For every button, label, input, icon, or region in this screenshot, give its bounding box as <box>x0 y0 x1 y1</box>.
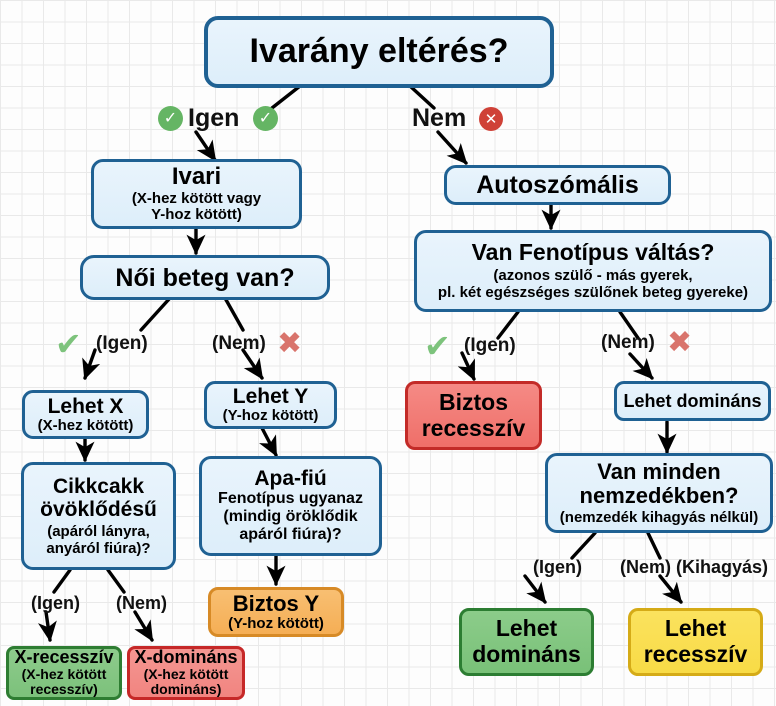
node-lehet-x-title: Lehet X <box>47 394 124 418</box>
node-lehet-dominans-small-title: Lehet domináns <box>623 390 762 411</box>
edge-nemzedek-to-igen <box>570 531 597 560</box>
edge-label-noi-yes: (Igen) <box>96 333 148 354</box>
node-lehet-dominans-title: Lehet domináns <box>472 615 581 667</box>
node-lehet-recessziv[interactable]: Lehet recesszív <box>628 608 763 676</box>
node-x-dominans-title: X-domináns <box>134 647 238 668</box>
edge-label-feno-no: (Nem) <box>601 332 655 353</box>
edge-label-cikkcakk-no: (Nem) <box>116 593 168 613</box>
edge-nem-to-lehetrecessziv <box>658 574 683 604</box>
node-biztos-y-title: Biztos Y <box>232 590 320 616</box>
edge-cikkcakk-to-nem <box>106 568 126 594</box>
node-x-dominans[interactable]: X-domináns (X-hez kötött domináns) <box>127 646 245 700</box>
edge-igen-to-lehetx <box>82 348 101 380</box>
edge-nem-to-xdominans <box>133 610 154 642</box>
edge-nemzedek-to-nem <box>646 531 662 560</box>
node-biztos-y[interactable]: Biztos Y (Y-hoz kötött) <box>208 587 344 637</box>
edge-nem-to-lehety <box>241 348 264 380</box>
edge-label-feno-yes: (Igen) <box>464 335 516 356</box>
edge-noi-to-nem <box>223 296 245 332</box>
node-fenotipus-valtas[interactable]: Van Fenotípus váltás? (azonos szülő - má… <box>414 230 772 312</box>
node-cikkcakk-sub: (apáról lányra, anyáról fiúra)? <box>46 522 151 558</box>
edge-lehety-to-apafiu <box>259 426 278 457</box>
edge-label-noi-no: (Nem) <box>212 333 266 354</box>
edge-label-root-yes: Igen <box>188 104 240 132</box>
node-lehet-x[interactable]: Lehet X (X-hez kötött) <box>22 390 149 439</box>
node-ivari[interactable]: Ivari (X-hez kötött vagy Y-hoz kötött) <box>91 159 302 229</box>
cross-icon-feno-no: ✖ <box>667 326 693 359</box>
edge-nem-to-autoszomalis <box>436 130 468 165</box>
node-fenotipus-valtas-title: Van Fenotípus váltás? <box>471 238 715 265</box>
node-autoszomalis[interactable]: Autoszómális <box>444 165 671 205</box>
edge-noi-to-igen <box>139 296 172 332</box>
check-circle-icon-left: ✓ <box>158 106 183 131</box>
node-cikkcakk-title: Cikkcakk övöklődésű <box>40 474 157 521</box>
check-circle-icon-right: ✓ <box>253 106 278 131</box>
node-x-recessziv[interactable]: X-recesszív (X-hez kötött recesszív) <box>6 646 122 700</box>
node-lehet-x-sub: (X-hez kötött) <box>37 416 134 434</box>
edge-igen-to-lehetdominans <box>523 574 547 604</box>
node-noi-beteg-van-title: Női beteg van? <box>115 263 295 292</box>
check-icon-noi-yes: ✔ <box>55 326 82 362</box>
node-biztos-recessziv-title: Biztos recesszív <box>421 388 526 441</box>
edge-label-nemzedek-skip: (Kihagyás) <box>676 557 769 577</box>
node-van-minden-nemzedekben[interactable]: Van minden nemzedékben? (nemzedék kihagy… <box>545 453 773 533</box>
node-lehet-y-title: Lehet Y <box>232 385 309 409</box>
node-root-title: Ivarány eltérés? <box>249 32 509 71</box>
node-root[interactable]: Ivarány eltérés? <box>204 16 554 88</box>
check-icon-feno-yes: ✔ <box>424 328 451 364</box>
node-lehet-dominans[interactable]: Lehet domináns <box>459 608 594 676</box>
edge-nem-to-lehetdominans-small <box>628 352 654 380</box>
node-van-minden-nemzedekben-title: Van minden nemzedékben? <box>579 459 739 509</box>
node-noi-beteg-van[interactable]: Női beteg van? <box>80 255 330 300</box>
cross-icon-noi-no: ✖ <box>277 327 303 360</box>
node-lehet-y-sub: (Y-hoz kötött) <box>222 407 319 425</box>
node-autoszomalis-title: Autoszómális <box>476 171 639 199</box>
edge-igen-to-biztosrecessziv <box>457 351 476 381</box>
edge-root-to-igen <box>270 84 302 110</box>
node-lehet-y[interactable]: Lehet Y (Y-hoz kötött) <box>204 381 337 429</box>
node-ivari-sub: (X-hez kötött vagy Y-hoz kötött) <box>131 190 262 223</box>
node-lehet-dominans-small[interactable]: Lehet domináns <box>614 381 771 421</box>
node-fenotipus-valtas-sub: (azonos szülő - más gyerek, pl. két egés… <box>437 266 749 301</box>
cross-circle-icon: ✕ <box>479 107 503 131</box>
node-x-dominans-sub: (X-hez kötött domináns) <box>143 665 229 698</box>
node-apa-fiu-sub: Fenotípus ugyanaz (mindig öröklődik apár… <box>218 489 363 544</box>
node-apa-fiu-title: Apa-fiú <box>254 466 327 490</box>
node-apa-fiu[interactable]: Apa-fiú Fenotípus ugyanaz (mindig öröklő… <box>199 456 382 556</box>
edge-label-root-no: Nem <box>412 104 467 132</box>
node-biztos-recessziv[interactable]: Biztos recesszív <box>405 381 542 450</box>
edge-label-cikkcakk-yes: (Igen) <box>31 593 80 613</box>
edge-label-nemzedek-yes: (Igen) <box>533 557 582 577</box>
edge-label-nemzedek-no: (Nem) <box>620 557 672 577</box>
edge-cikkcakk-to-igen <box>52 568 72 594</box>
node-x-recessziv-sub: (X-hez kötött recesszív) <box>21 665 107 698</box>
node-cikkcakk[interactable]: Cikkcakk övöklődésű (apáról lányra, anyá… <box>21 462 176 570</box>
edge-igen-to-xrecessziv <box>37 610 57 643</box>
node-ivari-title: Ivari <box>171 163 222 191</box>
node-biztos-y-sub: (Y-hoz kötött) <box>228 614 324 632</box>
node-van-minden-nemzedekben-sub: (nemzedék kihagyás nélkül) <box>559 509 759 527</box>
node-lehet-recessziv-title: Lehet recesszív <box>643 615 748 667</box>
edge-igen-to-ivari <box>194 130 217 162</box>
node-x-recessziv-title: X-recesszív <box>14 647 114 668</box>
